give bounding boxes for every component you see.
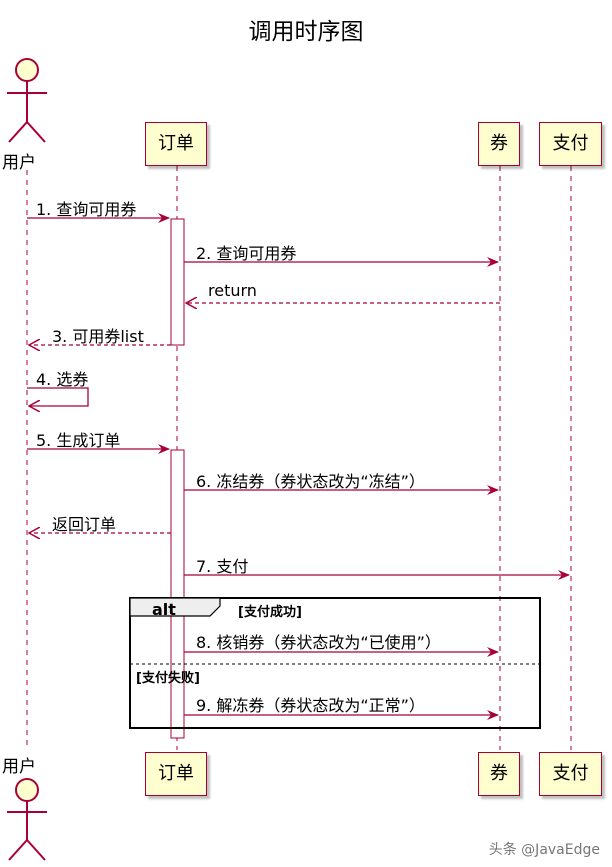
actor-user-top-icon: [7, 58, 47, 143]
message-label-m3: 3. 可用券list: [52, 327, 144, 346]
message-label-m5: 5. 生成订单: [36, 431, 121, 450]
participant-coupon-bottom: 券: [478, 752, 520, 796]
participant-order-bottom: 订单: [145, 752, 207, 796]
message-label-back: 返回订单: [52, 515, 117, 534]
arrow-m4: [27, 387, 89, 406]
message-label-m9: 9. 解冻券（券状态改为“正常”）: [196, 696, 425, 715]
alt-condition-success: [支付成功]: [238, 605, 302, 620]
participant-coupon-top: 券: [478, 122, 520, 166]
alt-keyword: alt: [152, 600, 176, 619]
alt-frame: [129, 597, 541, 729]
activation-order-2: [170, 449, 185, 739]
message-label-m1: 1. 查询可用券: [36, 200, 137, 219]
participant-order-top: 订单: [145, 122, 207, 166]
message-label-m4: 4. 选券: [36, 370, 89, 389]
actor-user-bottom-label: 用户: [2, 757, 36, 777]
alt-tab: [129, 597, 221, 617]
message-label-m6: 6. 冻结券（券状态改为“冻结”）: [196, 472, 425, 491]
message-arrows: [27, 213, 570, 720]
diagram-title: 调用时序图: [248, 19, 364, 45]
participant-pay-bottom: 支付: [539, 752, 602, 796]
alt-fragment: [129, 597, 541, 729]
watermark: 头条 @JavaEdge: [488, 842, 600, 858]
activations: [170, 218, 185, 739]
activation-order-1: [170, 218, 185, 346]
lifelines: [26, 166, 572, 750]
message-label-m2: 2. 查询可用券: [196, 244, 297, 263]
alt-condition-fail: [支付失败]: [136, 671, 200, 686]
message-label-m8: 8. 核销券（券状态改为“已使用”）: [196, 633, 441, 652]
message-label-m7: 7. 支付: [196, 557, 249, 576]
actor-user-bottom-icon: [7, 778, 47, 861]
participant-pay-top: 支付: [539, 122, 602, 166]
message-label-return: return: [208, 281, 257, 300]
actor-user-top-label: 用户: [2, 153, 36, 173]
